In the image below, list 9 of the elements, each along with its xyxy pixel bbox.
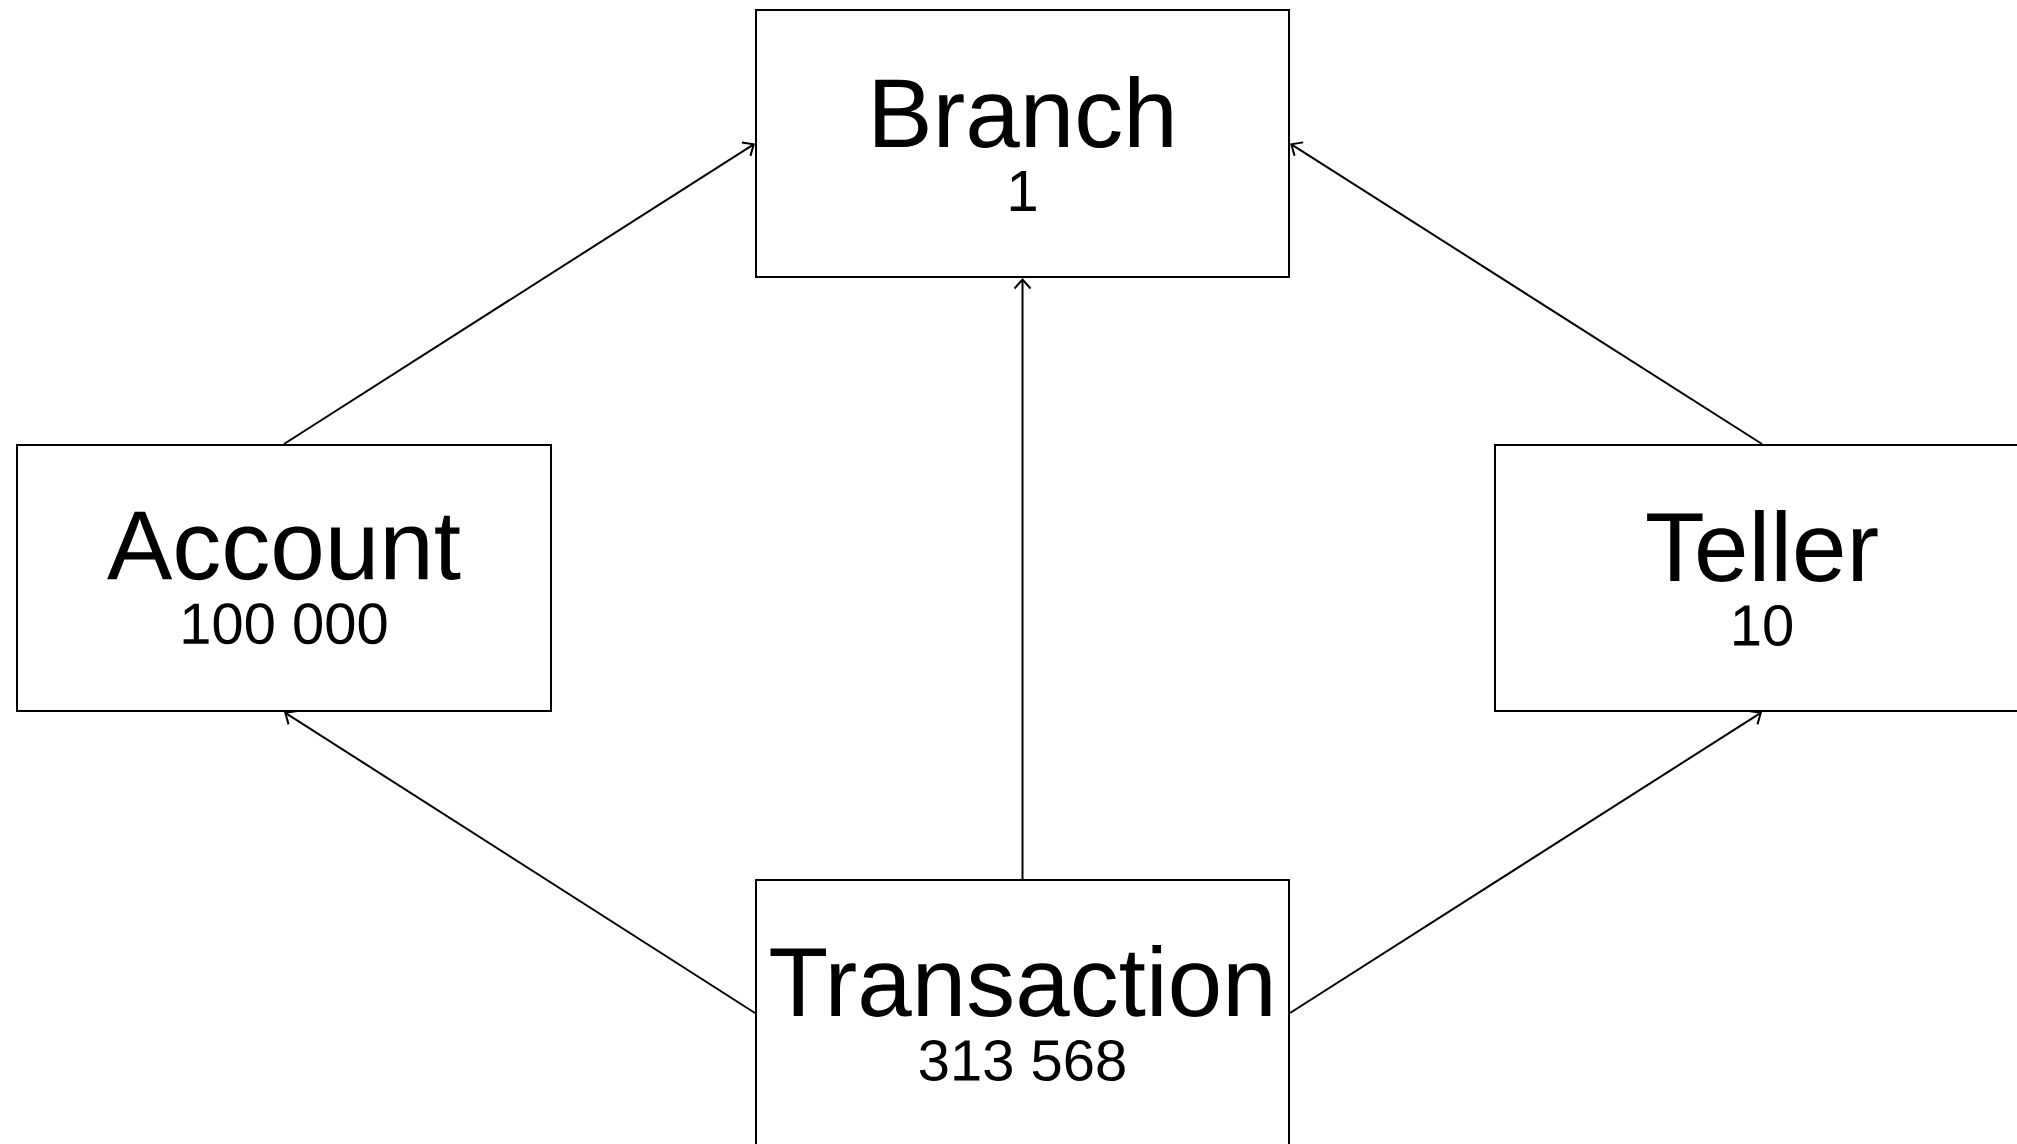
arrow xyxy=(1013,278,1032,880)
entity-box: Transaction 313 568 xyxy=(755,879,1290,1144)
arrow xyxy=(283,141,755,445)
entity-box: Account 100 000 xyxy=(16,444,552,712)
arrow xyxy=(284,709,756,1014)
arrow xyxy=(1290,141,1763,445)
entity-box: Branch 1 xyxy=(755,9,1290,278)
arrow xyxy=(1289,709,1762,1014)
entity-box: Teller 10 xyxy=(1494,444,2017,712)
